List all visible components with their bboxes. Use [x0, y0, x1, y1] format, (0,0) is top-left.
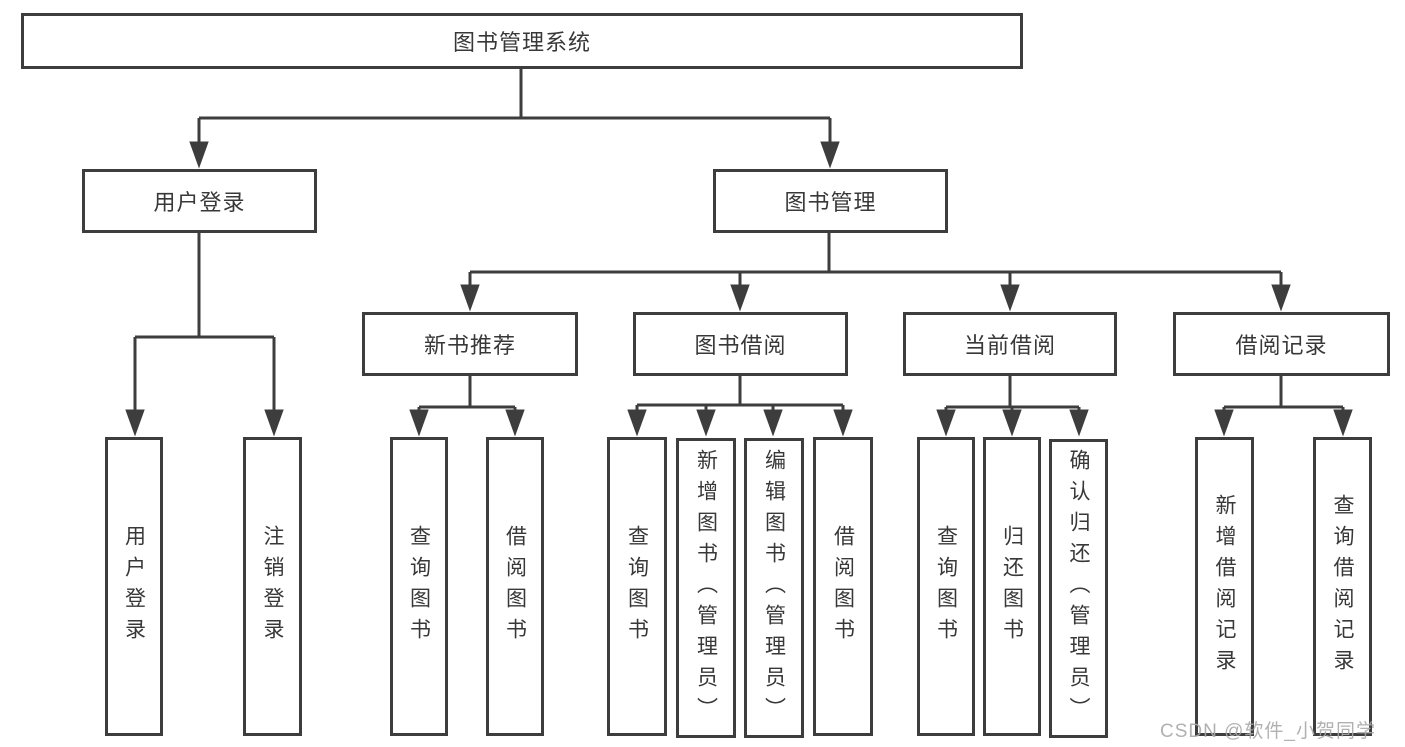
- node-query-books-borrow: 查询图书: [607, 437, 667, 736]
- node-return-book: 归还图书: [983, 437, 1041, 736]
- node-logout-action: 注销登录: [243, 437, 302, 736]
- connector-current-borrow-children: [936, 376, 1089, 437]
- node-new-book-recommend: 新书推荐: [362, 312, 578, 376]
- node-confirm-return-admin: 确认归还（管理员）: [1049, 439, 1108, 738]
- node-confirm-return-admin-label: 确认归还（管理员）: [1067, 449, 1090, 728]
- connector-borrow-record-children: [1214, 376, 1353, 437]
- node-borrow-books-borrow: 借阅图书: [813, 437, 873, 736]
- node-user-login-action-label: 用户登录: [122, 524, 146, 649]
- connector-new-book-children: [409, 376, 525, 437]
- node-borrow-books-recommend: 借阅图书: [486, 437, 544, 736]
- node-query-books-current: 查询图书: [917, 437, 975, 736]
- node-new-book-recommend-label: 新书推荐: [423, 333, 516, 358]
- node-add-borrow-record-label: 新增借阅记录: [1213, 493, 1236, 680]
- csdn-watermark: CSDN @软件_小贺同学: [1160, 721, 1376, 742]
- node-query-books-current-label: 查询图书: [934, 524, 958, 649]
- node-user-login: 用户登录: [82, 169, 317, 233]
- node-query-borrow-record-label: 查询借阅记录: [1331, 493, 1354, 680]
- node-add-book-admin-label: 新增图书（管理员）: [694, 448, 718, 728]
- node-book-borrow: 图书借阅: [633, 312, 848, 376]
- node-query-books-recommend: 查询图书: [390, 437, 448, 736]
- node-borrow-books-recommend-label: 借阅图书: [503, 524, 527, 649]
- node-current-borrow: 当前借阅: [903, 312, 1117, 376]
- node-borrow-record: 借阅记录: [1173, 312, 1390, 376]
- node-user-login-label: 用户登录: [153, 190, 246, 215]
- node-root-label: 图书管理系统: [452, 30, 591, 55]
- node-edit-book-admin-label: 编辑图书（管理员）: [762, 448, 786, 728]
- node-add-borrow-record: 新增借阅记录: [1195, 437, 1254, 736]
- node-logout-action-label: 注销登录: [261, 524, 284, 649]
- node-query-books-recommend-label: 查询图书: [407, 524, 431, 649]
- node-current-borrow-label: 当前借阅: [963, 333, 1056, 358]
- node-borrow-books-borrow-label: 借阅图书: [831, 524, 855, 649]
- connector-user-login-children: [125, 232, 284, 437]
- node-book-borrow-label: 图书借阅: [694, 333, 787, 358]
- node-user-login-action: 用户登录: [105, 437, 163, 736]
- node-edit-book-admin: 编辑图书（管理员）: [744, 438, 804, 738]
- connector-book-management-children: [460, 233, 1291, 312]
- node-book-management: 图书管理: [713, 169, 948, 233]
- node-book-management-label: 图书管理: [784, 190, 877, 215]
- connector-root-to-level2: [189, 69, 840, 169]
- node-query-borrow-record: 查询借阅记录: [1313, 437, 1372, 736]
- node-root: 图书管理系统: [21, 13, 1023, 69]
- node-add-book-admin: 新增图书（管理员）: [676, 438, 736, 738]
- node-return-book-label: 归还图书: [1000, 524, 1024, 649]
- node-borrow-record-label: 借阅记录: [1235, 333, 1328, 358]
- node-query-books-borrow-label: 查询图书: [625, 524, 649, 649]
- connector-book-borrow-children: [627, 376, 853, 437]
